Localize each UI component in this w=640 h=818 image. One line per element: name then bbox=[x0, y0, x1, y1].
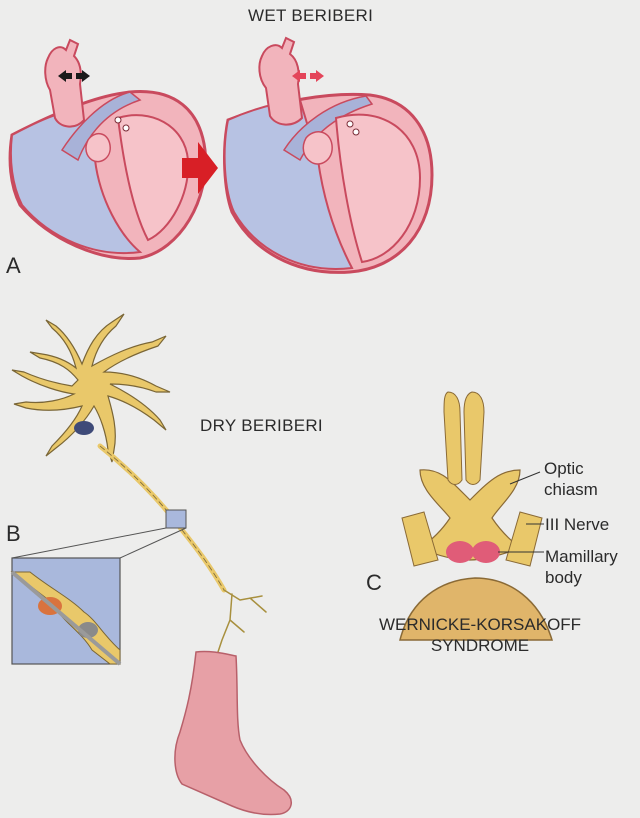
syndrome-line1: WERNICKE-KORSAKOFF bbox=[378, 615, 582, 634]
wernicke-korsakoff-title: WERNICKE-KORSAKOFF SYNDROME bbox=[332, 614, 628, 656]
zoom-region bbox=[165, 509, 187, 529]
dry-beriberi-title: DRY BERIBERI bbox=[200, 416, 323, 435]
black-flow-arrow bbox=[58, 70, 72, 82]
normal-heart-vein-dot bbox=[122, 124, 130, 132]
label-optic-chiasm: Optic chiasm bbox=[544, 458, 598, 500]
mamillary-body bbox=[472, 541, 500, 563]
dilated-heart bbox=[223, 36, 434, 274]
label-mamillary-body: Mamillary body bbox=[545, 546, 618, 588]
olfactory-stalk bbox=[443, 391, 463, 485]
third-nerve bbox=[401, 511, 439, 567]
normal-heart-left-ventricle bbox=[116, 114, 190, 242]
transition-arrow bbox=[182, 142, 218, 194]
wet-beriberi-title: WET BERIBERI bbox=[248, 6, 374, 25]
zoom-line bbox=[119, 527, 187, 559]
inset-axon-core bbox=[10, 570, 122, 666]
black-flow-arrow bbox=[76, 70, 90, 82]
red-flow-arrow bbox=[310, 70, 324, 82]
olfactory-stalk bbox=[463, 391, 485, 485]
dilated-heart-vein-dot bbox=[346, 120, 354, 128]
label-optic-line2: chiasm bbox=[544, 480, 598, 499]
dilated-heart-left-ventricle bbox=[334, 113, 422, 264]
foot bbox=[174, 650, 292, 816]
brain-base-dome bbox=[399, 577, 554, 641]
syndrome-line2: SYNDROME bbox=[430, 636, 530, 655]
third-nerve bbox=[505, 511, 543, 567]
dilated-heart-valve bbox=[302, 131, 333, 165]
dilated-heart-vein-dot bbox=[352, 128, 360, 136]
pointer-optic bbox=[509, 471, 541, 485]
label-mamillary-line2: body bbox=[545, 568, 582, 587]
normal-heart-vein-dot bbox=[114, 116, 122, 124]
axon-terminal bbox=[217, 589, 267, 653]
normal-heart bbox=[8, 38, 208, 260]
brain-base bbox=[399, 391, 554, 641]
normal-heart-aorta bbox=[44, 38, 86, 128]
panel-c-letter: C bbox=[366, 570, 382, 595]
label-mamillary-line1: Mamillary bbox=[545, 547, 618, 566]
mamillary-body bbox=[446, 541, 474, 563]
dilated-heart-aorta bbox=[258, 36, 304, 126]
neuron-nucleus bbox=[74, 421, 94, 435]
neuron bbox=[10, 313, 267, 666]
label-optic-line1: Optic bbox=[544, 459, 584, 478]
red-flow-arrow bbox=[292, 70, 306, 82]
panel-a-letter: A bbox=[6, 253, 21, 278]
neuron-cell-body bbox=[11, 313, 171, 463]
zoom-line bbox=[11, 527, 167, 559]
label-third-nerve: III Nerve bbox=[545, 515, 610, 534]
panel-b-letter: B bbox=[6, 521, 21, 546]
normal-heart-valve bbox=[85, 133, 111, 163]
